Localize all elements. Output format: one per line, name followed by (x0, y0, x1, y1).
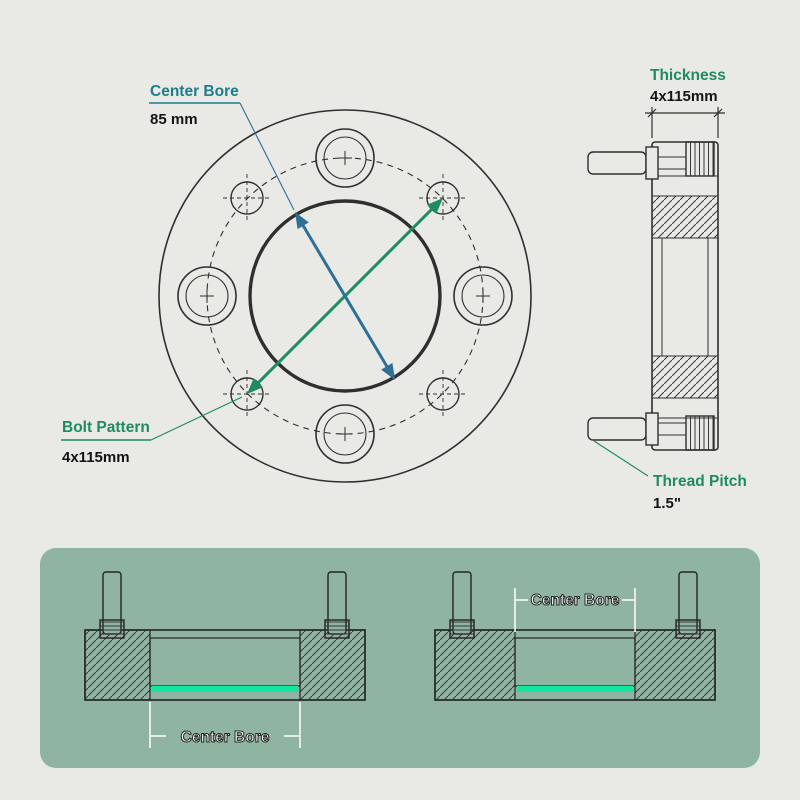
stud-right (324, 571, 350, 639)
stud-knurl (324, 619, 350, 639)
cross-section-panel: Center Bore Center Bore (40, 548, 760, 768)
hatched-section-top (651, 195, 719, 239)
stud-knurl (675, 619, 701, 639)
stud-thread-section-top (685, 141, 715, 177)
center-bore-value: 85 mm (150, 111, 198, 128)
center-bore-leader-line (239, 102, 295, 211)
bolt-pattern-leader-line (150, 396, 243, 441)
stud-thread-section-bottom (685, 415, 715, 451)
panel-background (40, 548, 760, 768)
thickness-callout: Thickness 4x115mm (645, 67, 726, 138)
side-view (587, 141, 719, 451)
pattern-hole-top-left (223, 174, 271, 222)
stud-right (675, 571, 701, 639)
thickness-dimension-lines (645, 107, 725, 138)
center-bore-section-label-right: Center Bore (531, 592, 620, 609)
center-bore-arrow (295, 212, 395, 380)
thread-pitch-callout: Thread Pitch 1.5" (593, 440, 747, 512)
spacer-body-outline (651, 141, 719, 451)
hatched-section-bottom (651, 355, 719, 399)
thread-pitch-label: Thread Pitch (653, 473, 747, 490)
center-bore-section-label-left: Center Bore (181, 729, 270, 746)
stud-left (449, 571, 475, 639)
lug-hole-right (453, 266, 513, 326)
cross-section-right: Center Bore (434, 571, 716, 701)
bolt-pattern-value: 4x115mm (62, 449, 130, 466)
flange-outer-circle (158, 109, 532, 483)
thickness-value: 4x115mm (650, 88, 718, 105)
center-bore-label: Center Bore (150, 83, 239, 100)
front-view (158, 109, 532, 483)
thickness-label: Thickness (650, 67, 726, 84)
bore-dimension-lines (149, 702, 301, 748)
wheel-stud-bottom (587, 412, 715, 451)
lug-hole-bottom (315, 404, 375, 464)
pattern-hole-bottom-right (419, 370, 467, 418)
bore-dimension-lines (514, 588, 636, 632)
bolt-pattern-callout: Bolt Pattern 4x115mm (61, 396, 243, 466)
stud-knurl (449, 619, 475, 639)
lug-hole-top (315, 128, 375, 188)
center-bore-circle (248, 199, 442, 393)
thread-pitch-value: 1.5" (653, 495, 681, 512)
lug-hole-left (177, 266, 237, 326)
stud-knurl (99, 619, 125, 639)
center-bore-callout: Center Bore 85 mm (149, 83, 295, 211)
thread-pitch-leader-line (593, 440, 649, 477)
bolt-pattern-label: Bolt Pattern (62, 419, 150, 436)
stud-left (99, 571, 125, 639)
cross-section-left: Center Bore (84, 571, 366, 748)
wheel-stud-top (587, 141, 715, 180)
